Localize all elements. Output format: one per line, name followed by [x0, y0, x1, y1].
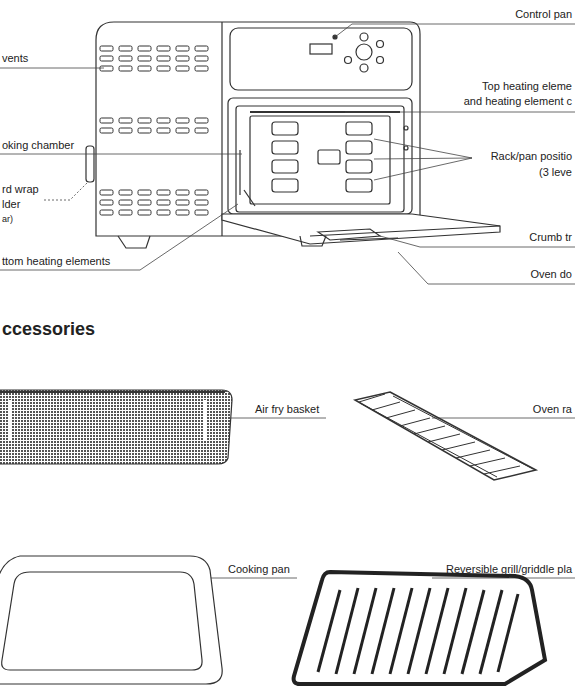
part-label: and heating element c	[464, 95, 572, 108]
section-heading: ccessories	[2, 318, 95, 340]
part-label: lder	[2, 198, 20, 211]
part-label: (3 leve	[539, 166, 572, 179]
part-label: Crumb tr	[529, 231, 572, 244]
part-label: Air fry basket	[255, 403, 319, 416]
part-label: oking chamber	[2, 139, 74, 152]
part-label: vents	[2, 52, 28, 65]
part-label: Reversible grill/griddle pla	[446, 563, 572, 576]
part-label: rd wrap	[2, 183, 39, 196]
part-label: ttom heating elements	[2, 255, 110, 268]
part-label: Oven do	[530, 268, 572, 281]
part-label: ar)	[2, 213, 13, 226]
part-label: Rack/pan positio	[491, 150, 572, 163]
part-label: Control pan	[515, 8, 572, 21]
part-label: Cooking pan	[228, 563, 290, 576]
part-label: Top heating eleme	[482, 80, 572, 93]
part-label: Oven ra	[533, 403, 572, 416]
